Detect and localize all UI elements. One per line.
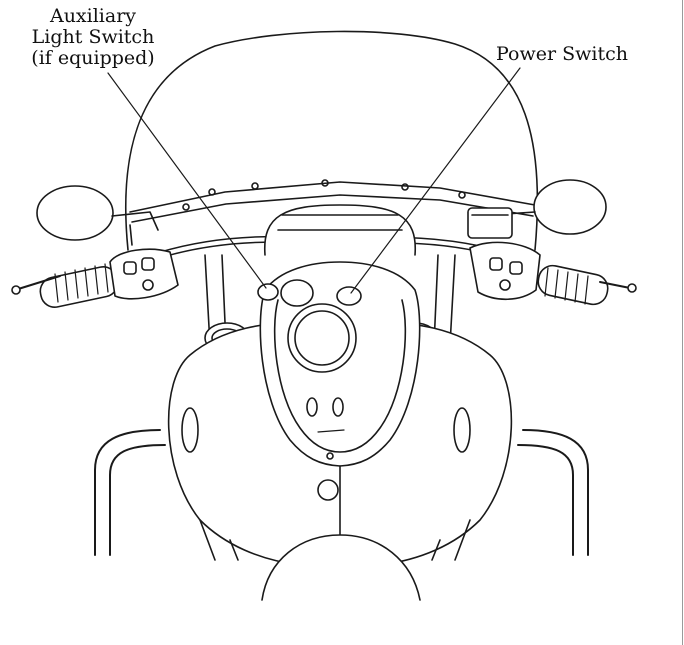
power-switch-button [336, 286, 362, 306]
tank-emblem [317, 479, 339, 501]
windshield-bolts [182, 179, 466, 211]
auxiliary-light-switch-label: Auxiliary Light Switch (if equipped) [18, 6, 168, 69]
crash-bars [94, 429, 589, 556]
windshield [125, 30, 539, 251]
power-switch-leader-line [350, 67, 521, 294]
right-grip [537, 264, 637, 306]
fuel-cap [280, 279, 314, 307]
aux-label-line-2: Light Switch [31, 26, 155, 48]
windshield-mount-bar [129, 181, 536, 213]
power-switch-label: Power Switch [496, 43, 628, 65]
windshield-mount-bar-lower [131, 194, 534, 223]
aux-label-line-1: Auxiliary [49, 5, 137, 27]
aux-label-line-3: (if equipped) [31, 47, 155, 69]
left-mirror [36, 185, 159, 246]
auxiliary-light-switch-button [257, 283, 279, 301]
auxiliary-switch-leader-line [107, 72, 267, 289]
brake-reservoir [467, 207, 513, 239]
lower-frame [199, 519, 471, 561]
right-switch-housing [469, 241, 541, 301]
center-console [259, 261, 421, 467]
left-switch-housing [109, 248, 179, 300]
right-mirror [504, 179, 607, 235]
instrument-nacelle [264, 204, 416, 256]
seat [261, 534, 421, 601]
left-grip [11, 263, 119, 308]
